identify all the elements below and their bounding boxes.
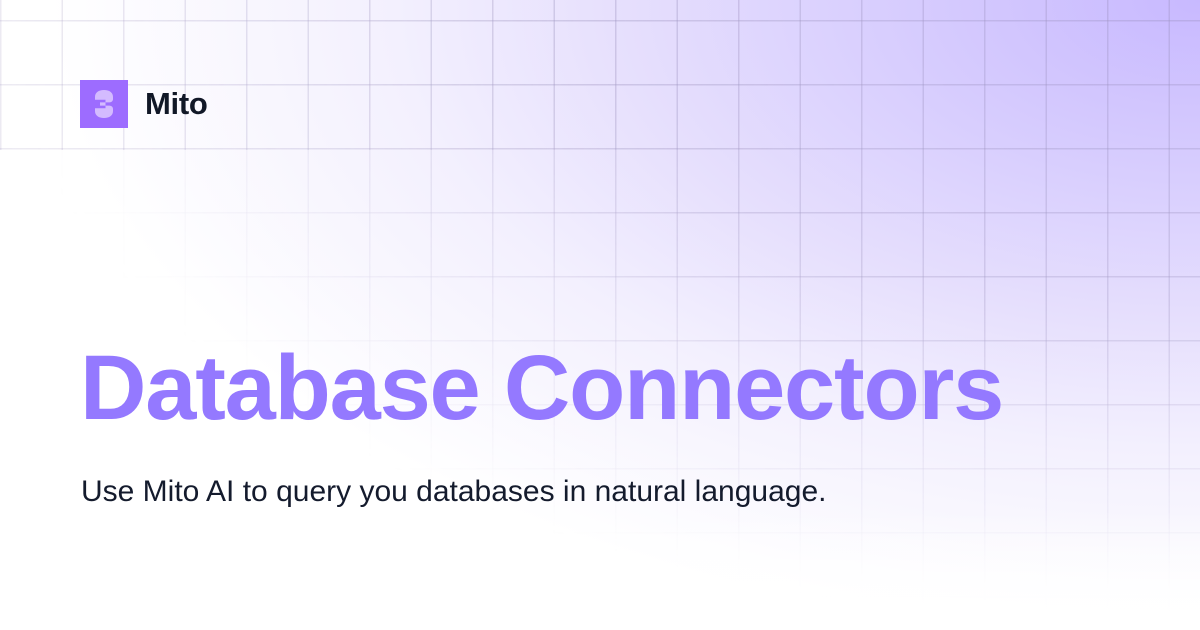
background-bottom-fade	[0, 510, 1200, 630]
mito-logo-glyph-icon	[95, 90, 113, 118]
brand-name: Mito	[145, 86, 208, 121]
brand-lockup[interactable]: Mito	[80, 80, 208, 128]
page-title: Database Connectors	[80, 337, 1004, 439]
page-subtitle: Use Mito AI to query you databases in na…	[81, 475, 827, 508]
mito-logo-icon	[80, 80, 128, 128]
background-grid-top	[0, 0, 1200, 150]
